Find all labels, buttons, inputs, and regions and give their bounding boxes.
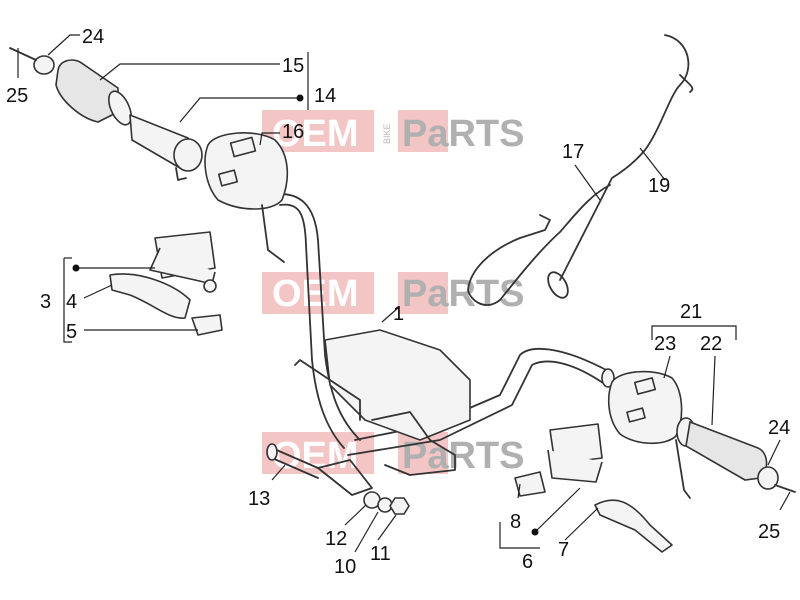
svg-text:PaRTS: PaRTS [402, 273, 524, 315]
callout-14: 14 [314, 85, 336, 107]
callout-10: 10 [334, 556, 356, 578]
callout-7: 7 [558, 539, 569, 561]
clamp-bolt [266, 443, 319, 479]
callout-11: 11 [370, 543, 391, 565]
leader-lines [17, 34, 791, 553]
callout-16: 16 [282, 121, 304, 143]
svg-text:PaRTS: PaRTS [402, 113, 524, 155]
callout-25-left: 25 [6, 85, 28, 107]
leader-dot-6 [531, 528, 539, 536]
callout-3: 3 [40, 291, 51, 313]
callout-25-right: 25 [758, 521, 780, 543]
svg-text:BIKE: BIKE [382, 123, 392, 144]
callout-24-right: 24 [768, 417, 790, 439]
callout-13: 13 [248, 488, 270, 510]
right-switch-housing [607, 370, 691, 499]
callout-8: 8 [510, 511, 521, 533]
washers-and-nut [363, 491, 410, 515]
throttle-cables [467, 34, 694, 306]
callout-4: 4 [66, 291, 77, 313]
callout-22: 22 [700, 333, 722, 355]
callout-6: 6 [522, 551, 533, 573]
svg-text:OEM: OEM [272, 113, 359, 155]
callout-23: 23 [654, 333, 676, 355]
right-master-cylinder [514, 423, 673, 553]
callout-21: 21 [680, 301, 702, 323]
callout-1: 1 [393, 303, 404, 325]
callout-15: 15 [282, 55, 304, 77]
left-switch-housing [204, 132, 289, 263]
right-grip [676, 417, 768, 481]
left-grip [55, 59, 203, 181]
right-bar-end [757, 466, 796, 493]
svg-text:PaRTS: PaRTS [402, 435, 524, 477]
callout-24-left: 24 [82, 26, 104, 48]
leader-dot-14 [296, 94, 304, 102]
handlebar [269, 193, 615, 496]
left-master-cylinder [109, 231, 223, 336]
leader-dot-3 [72, 264, 80, 272]
callout-19: 19 [648, 175, 670, 197]
watermark-top: OEM BIKE PaRTS [262, 110, 524, 155]
svg-text:OEM: OEM [272, 435, 359, 477]
callout-12: 12 [325, 528, 347, 550]
svg-text:OEM: OEM [272, 273, 359, 315]
callout-17: 17 [562, 141, 584, 163]
callout-labels: 24 25 15 14 16 3 4 5 1 13 12 10 11 8 6 7… [6, 26, 790, 578]
callout-5: 5 [66, 321, 77, 343]
left-bar-end [9, 47, 55, 75]
watermark-middle: OEM PaRTS [262, 272, 524, 315]
